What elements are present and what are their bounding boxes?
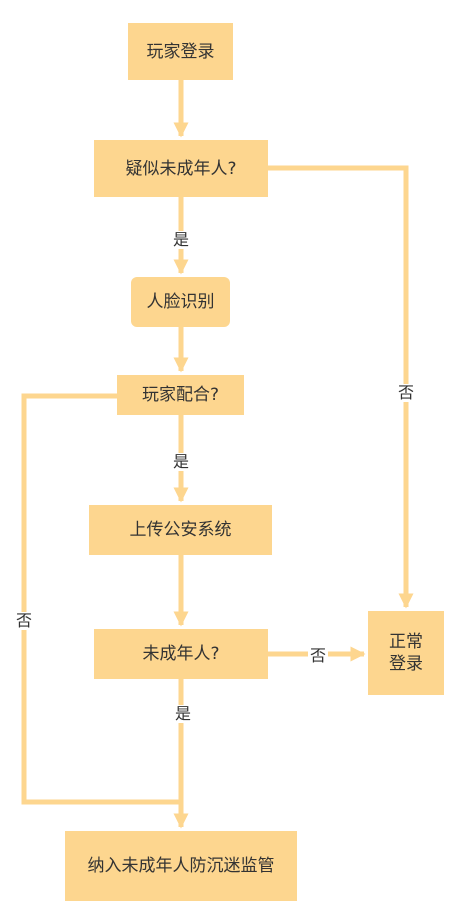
node-player-login: 玩家登录 bbox=[128, 23, 233, 80]
node-normal-login-line2: 登录 bbox=[389, 654, 423, 674]
node-normal-login-line1: 正常 bbox=[389, 632, 423, 652]
edge-suspected-no bbox=[268, 165, 414, 609]
label-suspected-yes: 是 bbox=[170, 230, 192, 249]
edge-cooperate-no bbox=[21, 393, 181, 805]
label-suspected-no: 否 bbox=[395, 383, 417, 402]
label-minor-no: 否 bbox=[307, 646, 329, 665]
node-anti-addiction-supervision: 纳入未成年人防沉迷监管 bbox=[65, 831, 297, 901]
label-minor-yes: 是 bbox=[172, 704, 194, 723]
node-face-recognition: 人脸识别 bbox=[131, 277, 230, 327]
node-player-cooperate: 玩家配合? bbox=[117, 375, 244, 415]
node-normal-login: 正常 登录 bbox=[368, 611, 444, 695]
node-is-minor: 未成年人? bbox=[94, 629, 268, 679]
node-suspected-minor: 疑似未成年人? bbox=[94, 140, 268, 197]
label-cooperate-yes: 是 bbox=[170, 452, 192, 471]
node-upload-police-system: 上传公安系统 bbox=[89, 505, 272, 555]
label-cooperate-no: 否 bbox=[13, 611, 35, 630]
